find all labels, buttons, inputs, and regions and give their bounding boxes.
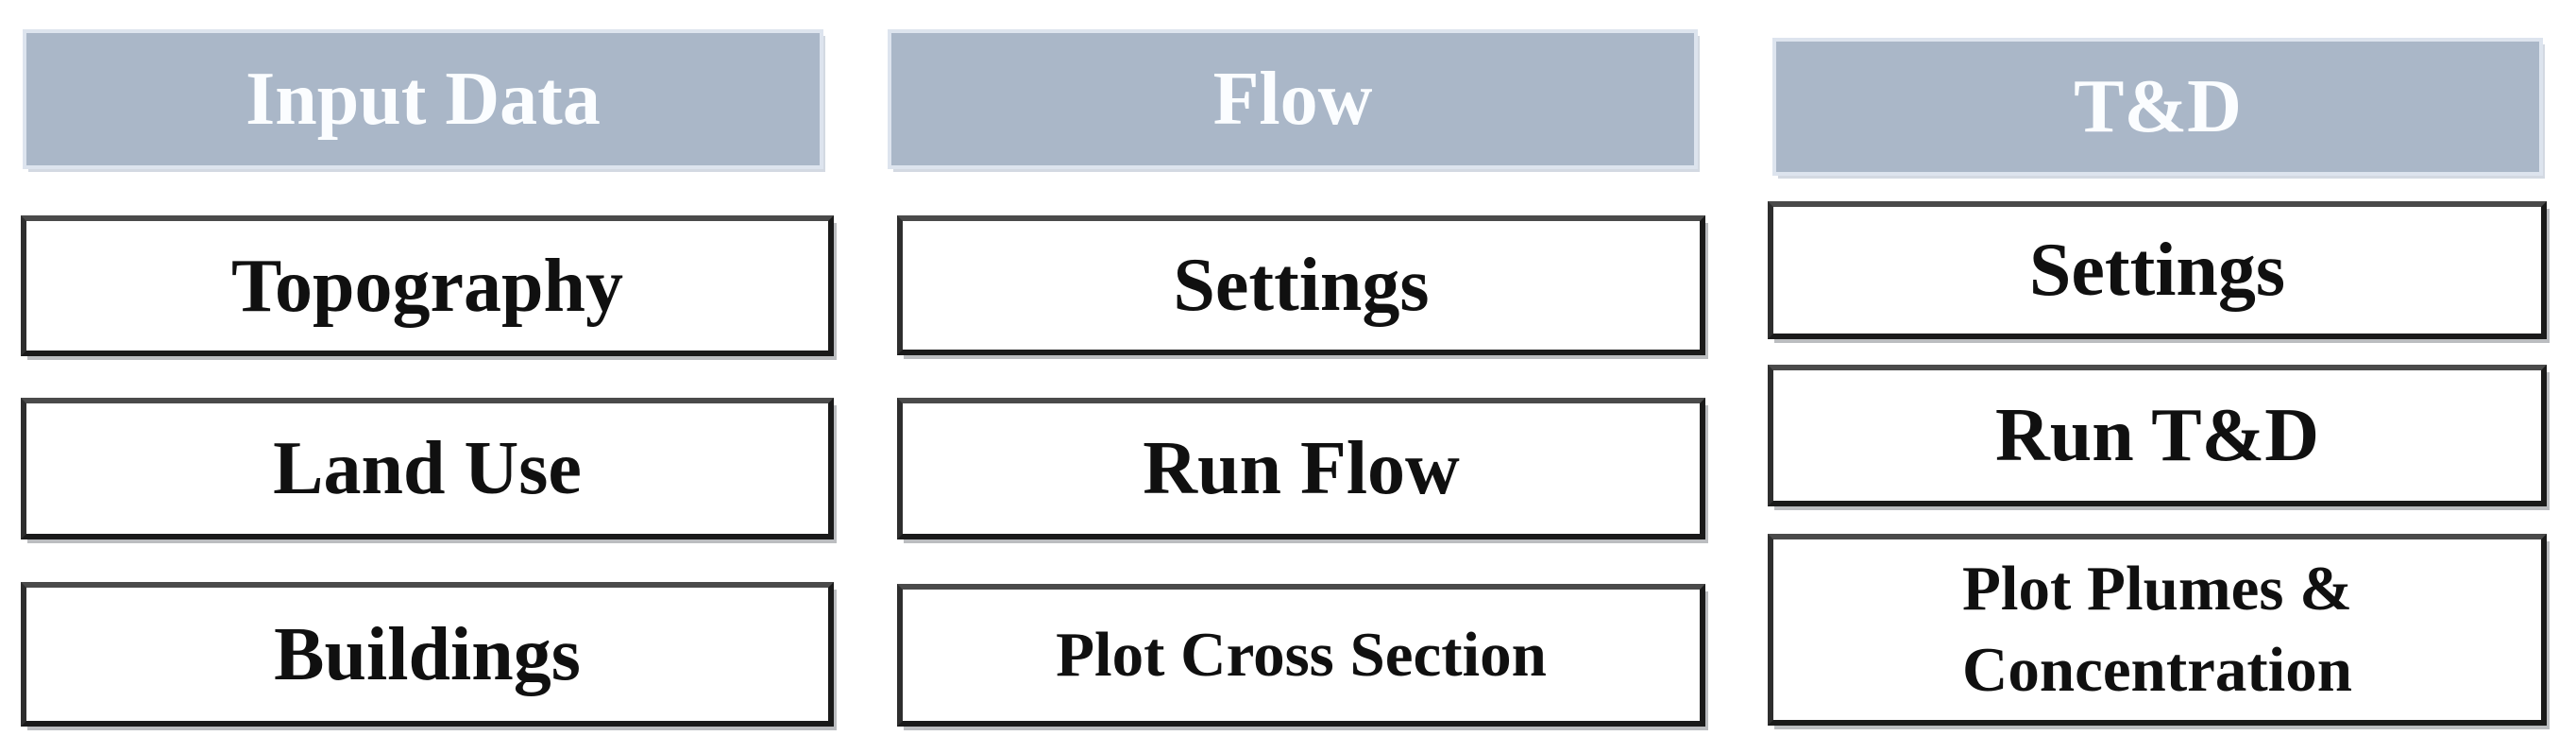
section-header-label: Input Data [246, 58, 601, 141]
button-label: Settings [2028, 229, 2286, 312]
button-label: Land Use [273, 427, 582, 510]
land-use-button[interactable]: Land Use [21, 398, 834, 539]
button-label: Buildings [274, 612, 581, 696]
topography-button[interactable]: Topography [21, 215, 834, 356]
run-flow-button[interactable]: Run Flow [897, 398, 1705, 539]
section-header-label: Flow [1212, 58, 1373, 141]
run-td-button[interactable]: Run T&D [1768, 365, 2547, 506]
buildings-button[interactable]: Buildings [21, 582, 834, 727]
button-label: Run Flow [1143, 427, 1460, 510]
section-header-td: T&D [1772, 38, 2543, 176]
button-label: Settings [1173, 244, 1430, 327]
button-label: Plot Cross Section [1056, 620, 1547, 691]
section-header-input-data: Input Data [23, 29, 823, 169]
plot-plumes-concentration-button[interactable]: Plot Plumes & Concentration [1768, 534, 2547, 726]
plot-cross-section-button[interactable]: Plot Cross Section [897, 584, 1705, 727]
flow-settings-button[interactable]: Settings [897, 215, 1705, 355]
section-header-flow: Flow [888, 29, 1698, 169]
button-label: Plot Plumes & Concentration [1961, 553, 2353, 705]
button-label: Run T&D [1994, 394, 2320, 477]
td-settings-button[interactable]: Settings [1768, 201, 2547, 339]
section-header-label: T&D [2074, 65, 2242, 148]
button-label: Topography [231, 244, 623, 328]
